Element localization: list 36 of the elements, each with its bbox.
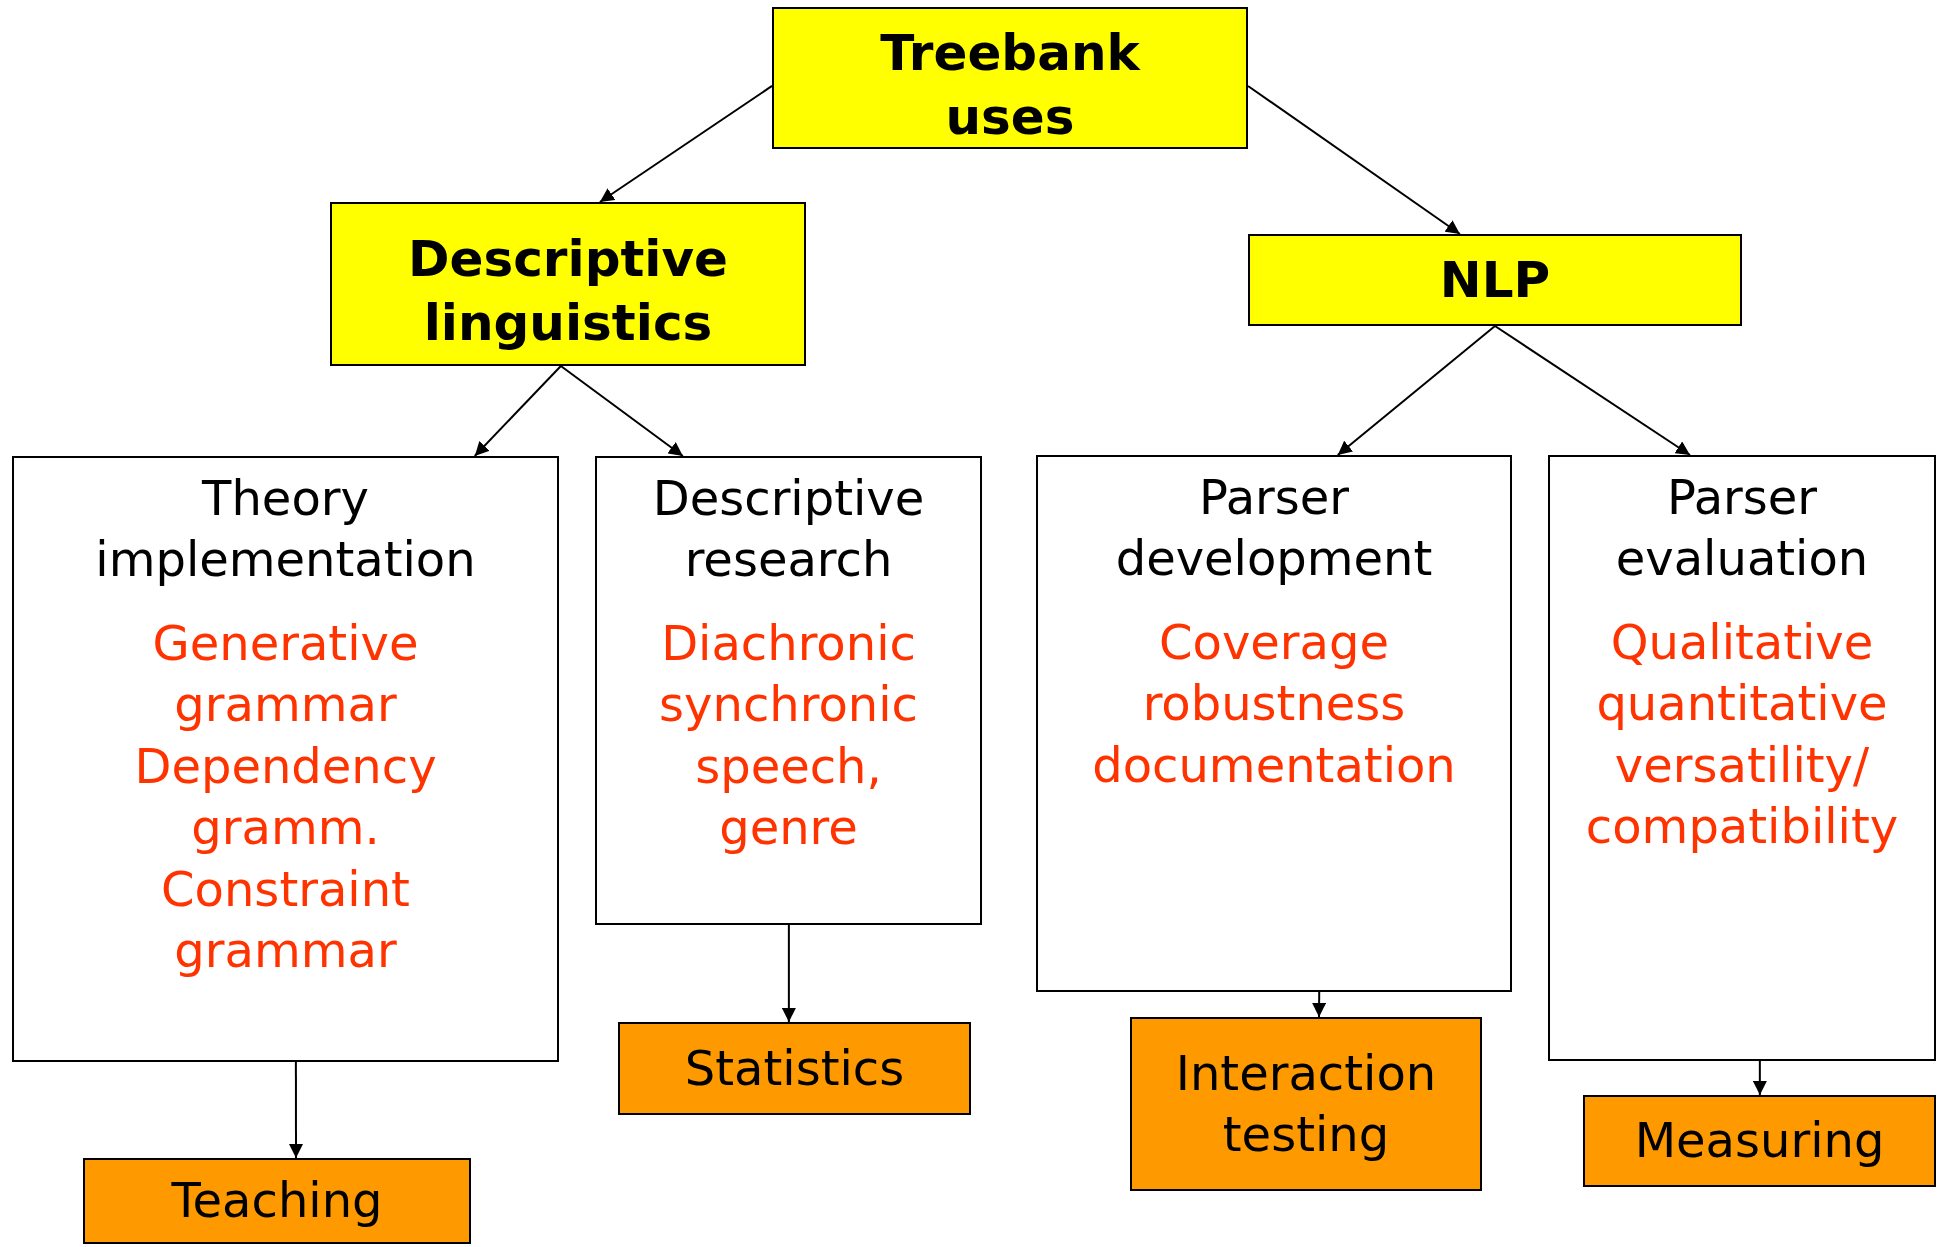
box-details: Diachronic synchronic speech, genre [658, 613, 919, 858]
box-heading: NLP [1439, 250, 1551, 311]
arrow [289, 1061, 303, 1159]
box-heading: Parser development [1114, 468, 1434, 589]
category-box [1248, 234, 1742, 326]
box-heading: Descriptive research [651, 469, 926, 590]
application-box [83, 1158, 471, 1244]
arrow [559, 365, 684, 457]
box-heading: Statistics [684, 1038, 905, 1098]
arrow [598, 84, 773, 203]
box-heading: Measuring [1634, 1111, 1885, 1171]
subcategory-box [12, 456, 559, 1062]
box-heading: Interaction testing [1174, 1043, 1438, 1164]
box-heading: Descriptive linguistics [407, 229, 729, 354]
box-heading: Theory implementation [94, 469, 477, 590]
arrow [1752, 1060, 1767, 1096]
box-details: Coverage robustness documentation [1091, 612, 1457, 795]
arrow [1312, 991, 1327, 1018]
arrow [1494, 325, 1691, 456]
category-box [772, 7, 1248, 149]
arrow [1336, 325, 1496, 456]
box-heading: Parser evaluation [1614, 468, 1870, 589]
box-heading: Teaching [171, 1171, 383, 1231]
application-box [618, 1022, 971, 1115]
application-box [1583, 1095, 1936, 1187]
box-details: Generative grammar Dependency gramm. Constraint grammar [133, 613, 438, 981]
box-details: Qualitative quantitative versatility/ compatibility [1584, 612, 1900, 857]
arrow [473, 365, 562, 457]
arrow [781, 924, 796, 1023]
box-heading: Treebank uses [879, 23, 1142, 148]
category-box [330, 202, 806, 366]
subcategory-box [1548, 455, 1936, 1061]
arrow [1247, 84, 1461, 235]
application-box [1130, 1017, 1482, 1191]
subcategory-box [1036, 455, 1512, 992]
subcategory-box [595, 456, 982, 925]
